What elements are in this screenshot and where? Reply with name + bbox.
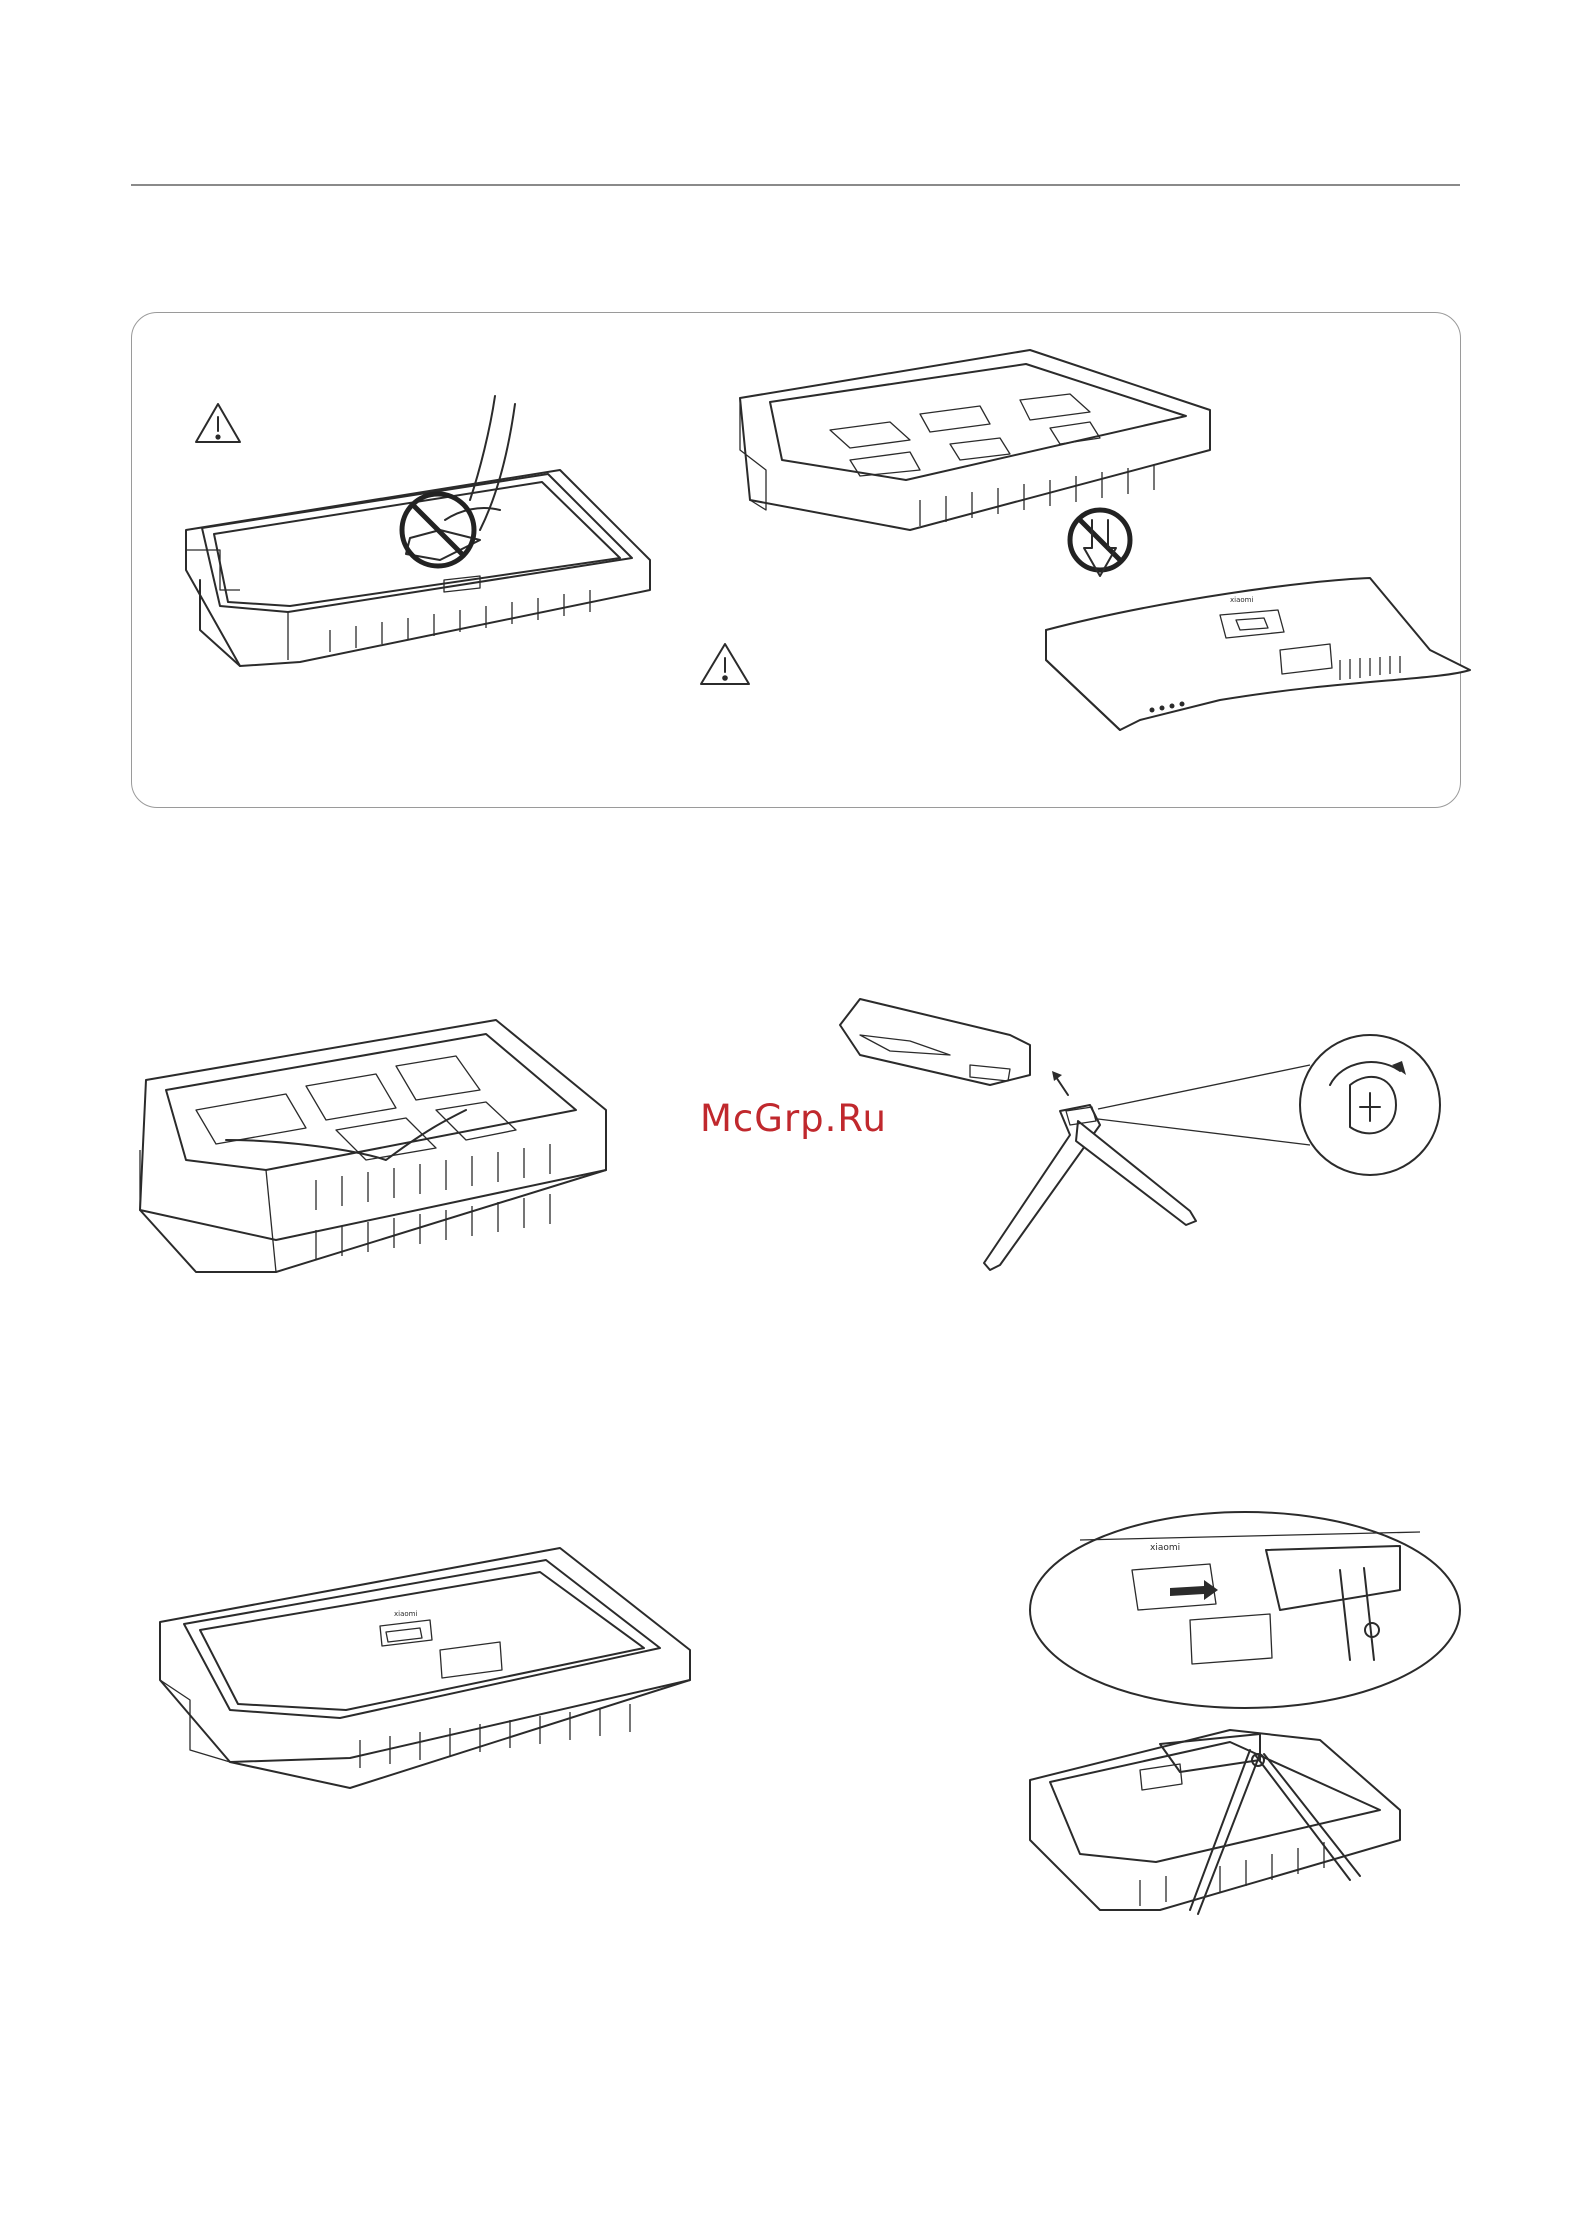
foam-lid-removed-prohibited-illustration	[730, 330, 1230, 590]
foam-with-stand-parts-illustration	[136, 1010, 616, 1285]
monitor-in-foam-no-touch-illustration	[180, 390, 660, 680]
curved-monitor-back-illustration: xiaomi	[1040, 570, 1480, 740]
stand-attached-detail-illustration: xiaomi	[1020, 1510, 1470, 1950]
warning-icon	[697, 640, 753, 690]
watermark-text: McGrp.Ru	[700, 1097, 887, 1140]
arrow-icon	[1052, 1071, 1068, 1095]
svg-text:xiaomi: xiaomi	[1150, 1543, 1180, 1553]
attach-detail-zoom: xiaomi	[1030, 1512, 1460, 1708]
warning-icon	[196, 404, 240, 442]
prohibited-icon	[1070, 510, 1130, 576]
stand-assembly-illustration	[830, 985, 1490, 1285]
svg-text:xiaomi: xiaomi	[394, 1610, 417, 1618]
screw-detail-zoom	[1300, 1035, 1440, 1175]
header-rule	[131, 184, 1460, 186]
monitor-in-foam-back-illustration: xiaomi	[150, 1540, 710, 1840]
svg-text:xiaomi: xiaomi	[1230, 596, 1253, 604]
